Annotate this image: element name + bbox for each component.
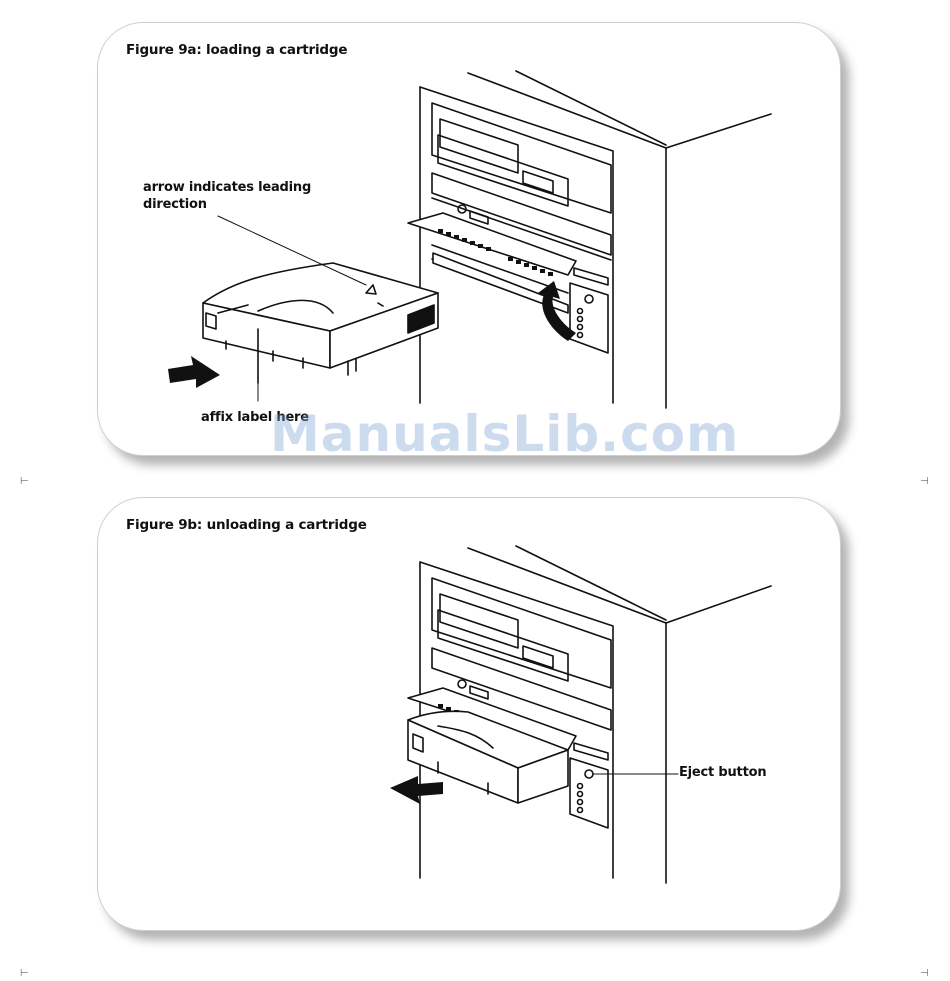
tape-cartridge xyxy=(203,263,438,383)
watermark: ManualsLib.com xyxy=(270,405,739,463)
loading-cartridge-illustration xyxy=(98,23,840,455)
eject-button-icon xyxy=(585,770,593,778)
figure-9b-panel: Figure 9b: unloading a cartridge Eject b… xyxy=(97,497,841,931)
unloading-cartridge-illustration xyxy=(98,498,840,930)
crop-mark-bottom-left: ⊢ xyxy=(20,968,29,979)
figure-9a-panel: Figure 9a: loading a cartridge arrow ind… xyxy=(97,22,841,456)
crop-mark-left: ⊢ xyxy=(20,476,29,487)
crop-mark-right: ⊣ xyxy=(920,476,929,487)
push-arrow-icon xyxy=(168,356,220,388)
crop-mark-bottom-right: ⊣ xyxy=(920,968,929,979)
pull-arrow-icon xyxy=(390,776,443,804)
